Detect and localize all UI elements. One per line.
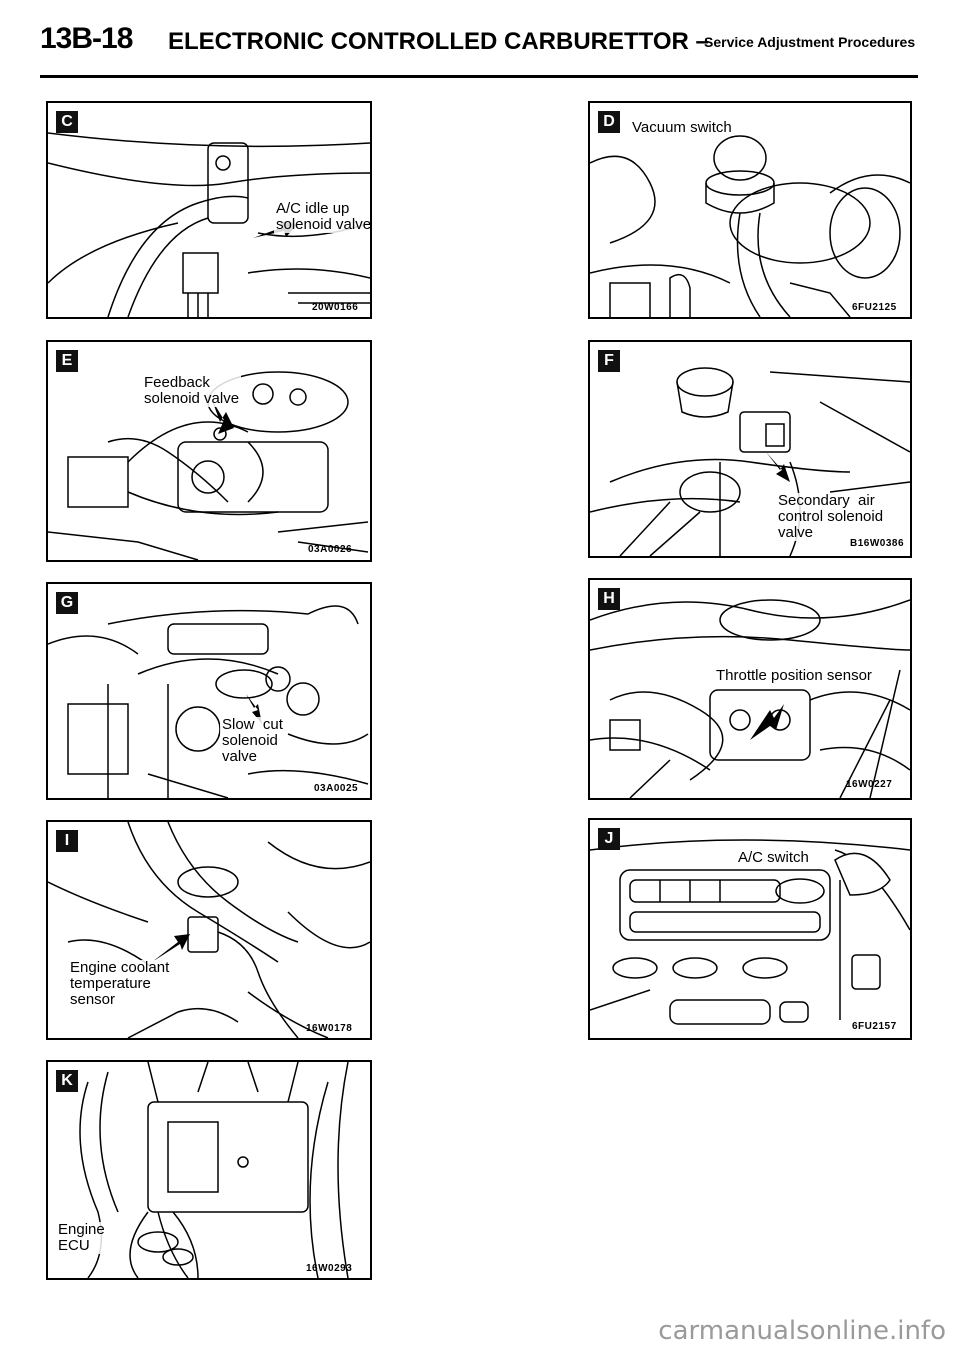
figure-badge: E [56, 350, 78, 372]
figure-h: H Throttle position sensor 16W0227 [588, 578, 912, 800]
title-separator: – [695, 28, 709, 55]
page-number: 13B-18 [40, 22, 133, 55]
figure-code: 16W0293 [306, 1263, 353, 1274]
figure-d: D Vacuum switch 6FU2125 [588, 101, 912, 319]
header-rule [40, 75, 918, 78]
figure-label: Engine ECU [56, 1221, 107, 1254]
illustration-engine-ecu [79, 1062, 349, 1278]
figure-code: 16W0178 [306, 1023, 353, 1034]
figure-badge: H [598, 588, 620, 610]
figure-badge: J [598, 828, 620, 850]
figure-code: 03A0025 [314, 783, 359, 794]
page-title: ELECTRONIC CONTROLLED CARBURETTOR – [168, 28, 709, 56]
illustration-ac-switch [590, 839, 910, 1025]
page-subtitle: Service Adjustment Procedures [704, 34, 916, 50]
illustration-throttle-position-sensor [590, 599, 910, 798]
figure-code: 16W0227 [846, 779, 893, 790]
figure-k: K Engine ECU 16W0293 [46, 1060, 372, 1280]
figure-code: 6FU2125 [852, 302, 897, 313]
page-header: 13B-18 ELECTRONIC CONTROLLED CARBURETTOR… [40, 22, 918, 74]
figure-label: Feedback solenoid valve [142, 374, 242, 407]
title-text: ELECTRONIC CONTROLLED CARBURETTOR [168, 28, 689, 55]
figure-badge: G [56, 592, 78, 614]
illustration-secondary-air-solenoid [590, 367, 910, 556]
illustration-vacuum-switch [590, 135, 910, 317]
figure-c: C A/C idle up solenoid valve 20W0166 [46, 101, 372, 319]
figure-code: 03A0026 [308, 544, 353, 555]
figure-badge: K [56, 1070, 78, 1092]
figure-label: A/C idle up solenoid valve [274, 200, 372, 233]
figure-j: J A/C switch 6FU2157 [588, 818, 912, 1040]
figure-e: E Feedback solenoid valve 03A0026 [46, 340, 372, 562]
figure-label: Slow cut solenoid valve [220, 716, 285, 765]
figure-label: Secondary air control solenoid valve [776, 492, 886, 541]
figure-badge: C [56, 111, 78, 133]
figure-code: 6FU2157 [852, 1021, 897, 1032]
illustration-engine-coolant-sensor [48, 822, 370, 1038]
illustration-slow-cut-solenoid [48, 605, 369, 798]
figure-i: I Engine coolant temperature sensor 16W0… [46, 820, 372, 1040]
figure-f: F Secondary air control solenoid valve B… [588, 340, 912, 558]
figure-code: B16W0386 [850, 538, 905, 549]
illustration-ac-idle-up [48, 132, 370, 317]
figure-g: G Slow cut solenoid valve 03A0025 [46, 582, 372, 800]
figure-badge: F [598, 350, 620, 372]
figure-badge: I [56, 830, 78, 852]
watermark-text: carmanualsonline.info [658, 1316, 946, 1346]
figure-badge: D [598, 111, 620, 133]
figure-label: A/C switch [736, 849, 811, 866]
figure-label: Throttle position sensor [714, 667, 874, 684]
illustration-feedback-solenoid [48, 371, 369, 560]
figure-code: 20W0166 [312, 302, 359, 313]
figure-label: Vacuum switch [630, 119, 734, 136]
figure-label: Engine coolant temperature sensor [68, 959, 172, 1008]
